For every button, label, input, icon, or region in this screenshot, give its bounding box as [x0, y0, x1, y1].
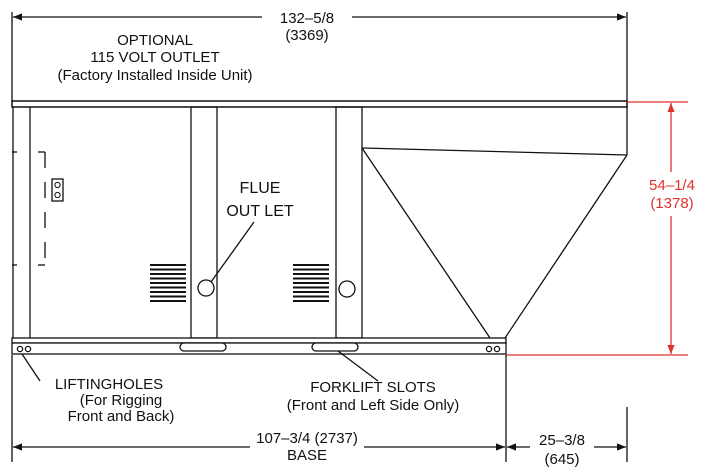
- outlet-icon: [51, 178, 64, 202]
- flue-label-line2: OUT LET: [226, 203, 294, 220]
- flue-outlet-icon: [197, 279, 215, 297]
- lifting-label-line2: (For Rigging: [80, 392, 163, 409]
- end-offset-mm-label: (645): [544, 451, 579, 468]
- louver-right: [293, 264, 329, 302]
- lifting-hole-icon: [24, 345, 32, 353]
- lifting-holes-callout: LIFTINGHOLES (For Rigging Front and Back…: [21, 353, 175, 425]
- forklift-slots-callout: FORKLIFT SLOTS (Front and Left Side Only…: [287, 350, 460, 414]
- unit-body: [11, 100, 628, 339]
- outlet-label-line1: OPTIONAL: [117, 32, 193, 49]
- height-dimension: 54–1/4 (1378): [506, 101, 700, 356]
- center-post: [190, 106, 218, 339]
- forklift-leader-line: [337, 350, 379, 382]
- forklift-slot-right: [311, 342, 359, 352]
- top-rail: [11, 100, 628, 108]
- outlet-label-line3: (Factory Installed Inside Unit): [57, 67, 252, 84]
- height-mm-label: (1378): [650, 195, 693, 212]
- end-offset-label: 25–3/8: [539, 432, 585, 449]
- lifting-hole-icon: [493, 345, 501, 353]
- condenser-hood: [361, 147, 628, 339]
- base-rail: [11, 337, 507, 355]
- base-dimension: 107–3/4 (2737) BASE 25–3/8 (645): [11, 355, 628, 469]
- lifting-label-line3: Front and Back): [68, 408, 175, 425]
- louver-left: [150, 264, 186, 302]
- outlet-callout: OPTIONAL 115 VOLT OUTLET (Factory Instal…: [57, 32, 252, 84]
- lifting-hole-icon: [485, 345, 493, 353]
- lifting-hole-icon: [16, 345, 24, 353]
- door-knob-icon: [338, 280, 356, 298]
- overall-width-dimension: 132–5/8 (3369): [11, 7, 628, 155]
- flue-leader-line: [210, 221, 255, 283]
- forklift-label-line1: FORKLIFT SLOTS: [310, 379, 436, 396]
- flue-callout: FLUE OUT LET: [210, 180, 294, 283]
- forklift-slot-left: [179, 342, 227, 352]
- flue-label-line1: FLUE: [240, 180, 281, 197]
- overall-width-mm-label: (3369): [285, 27, 328, 44]
- overall-width-label: 132–5/8: [280, 10, 334, 27]
- right-post: [335, 106, 363, 339]
- base-width-label: 107–3/4 (2737): [256, 430, 358, 447]
- forklift-label-line2: (Front and Left Side Only): [287, 397, 460, 414]
- base-label: BASE: [287, 447, 327, 464]
- outlet-label-line2: 115 VOLT OUTLET: [90, 49, 219, 66]
- height-label: 54–1/4: [649, 177, 695, 194]
- lifting-leader-line: [21, 353, 41, 382]
- lifting-label-line1: LIFTINGHOLES: [55, 376, 163, 393]
